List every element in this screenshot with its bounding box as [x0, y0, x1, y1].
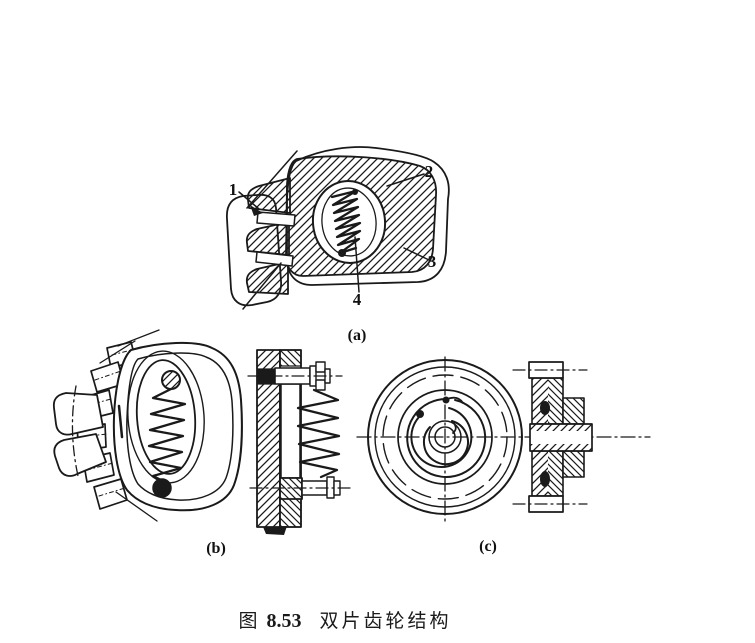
panel-c-drawing: [356, 356, 651, 526]
gear-tooth: [245, 261, 289, 295]
web-hatch: [532, 378, 548, 424]
root-circle: [374, 366, 516, 508]
leader-line-3: [403, 247, 430, 261]
top-bolt-nut: [315, 361, 326, 373]
rim-tooth: [93, 478, 128, 510]
figure-caption-number: 8.53: [266, 610, 302, 632]
pitch-arc: [71, 385, 79, 477]
flange-hatch: [563, 451, 584, 477]
spring-cavity-inner: [321, 187, 377, 257]
construction-line: [115, 491, 158, 522]
web-circle: [397, 389, 493, 485]
leader-line-4: [354, 236, 360, 293]
mating-tooth: [52, 392, 104, 436]
spring-end-section: [540, 471, 550, 487]
construction-line: [117, 329, 160, 347]
callout-3-label: 3: [427, 252, 437, 271]
leader-line-2: [386, 173, 425, 187]
spring-bottom-loop: [152, 478, 172, 498]
gear-tooth: [245, 221, 290, 256]
spring-anchor: [416, 410, 424, 418]
callout-4-label: 4: [352, 290, 362, 309]
construction-line: [99, 340, 136, 364]
panel-a-label: (a): [347, 327, 367, 344]
second-disc-hatch-top: [279, 349, 302, 367]
coil-spring-b: [147, 387, 187, 483]
disc-foot: [263, 526, 287, 535]
leader-line-1: [238, 191, 260, 210]
gear-disc-inner-contour: [126, 352, 234, 501]
coil-spring-b-section: [296, 388, 341, 479]
outer-diameter-circle: [367, 359, 523, 515]
spiral-spring: [406, 397, 487, 478]
spacer-column: [280, 383, 301, 479]
leader-arrowhead: [250, 205, 263, 216]
panel-c-label: (c): [479, 538, 497, 555]
spring-end: [338, 249, 346, 257]
top-bolt-nut: [315, 379, 326, 391]
spring-window-outer: [127, 350, 205, 484]
spring-top-loop: [161, 370, 181, 390]
web-hatch: [548, 451, 563, 496]
panel-b-label: (b): [206, 540, 226, 557]
leader-line: [242, 262, 282, 310]
spiral-spring: [423, 420, 469, 466]
flange-hatch: [563, 398, 584, 424]
coil-spring-a: [330, 189, 362, 255]
hub-circle: [428, 420, 462, 454]
spiral-spring: [410, 407, 473, 469]
keyway-mark: [117, 404, 124, 439]
mating-tooth: [256, 211, 296, 227]
figure-caption-prefix: 图: [238, 611, 258, 632]
spiral-spring-hook: [451, 420, 457, 434]
mating-tooth: [255, 251, 294, 267]
web-hatch: [548, 378, 563, 424]
pitch-circle: [382, 374, 508, 500]
bore-circle: [434, 426, 456, 448]
spring-end: [352, 189, 358, 195]
callout-2-label: 2: [424, 162, 434, 181]
spring-anchor: [442, 396, 450, 404]
hub-wall-hatch: [530, 444, 592, 451]
spring-end-section: [540, 401, 550, 415]
figure-caption: 图 8.53 双片齿轮结构: [130, 606, 560, 633]
callout-1-label: 1: [228, 180, 238, 199]
leader-line: [246, 150, 298, 209]
hub-wall-hatch: [530, 424, 592, 431]
figure-caption-title: 双片齿轮结构: [319, 611, 452, 632]
panel-b-right-drawing: [247, 349, 351, 535]
panel-b-left-drawing: [52, 329, 243, 522]
panel-a-drawing: [226, 146, 450, 310]
